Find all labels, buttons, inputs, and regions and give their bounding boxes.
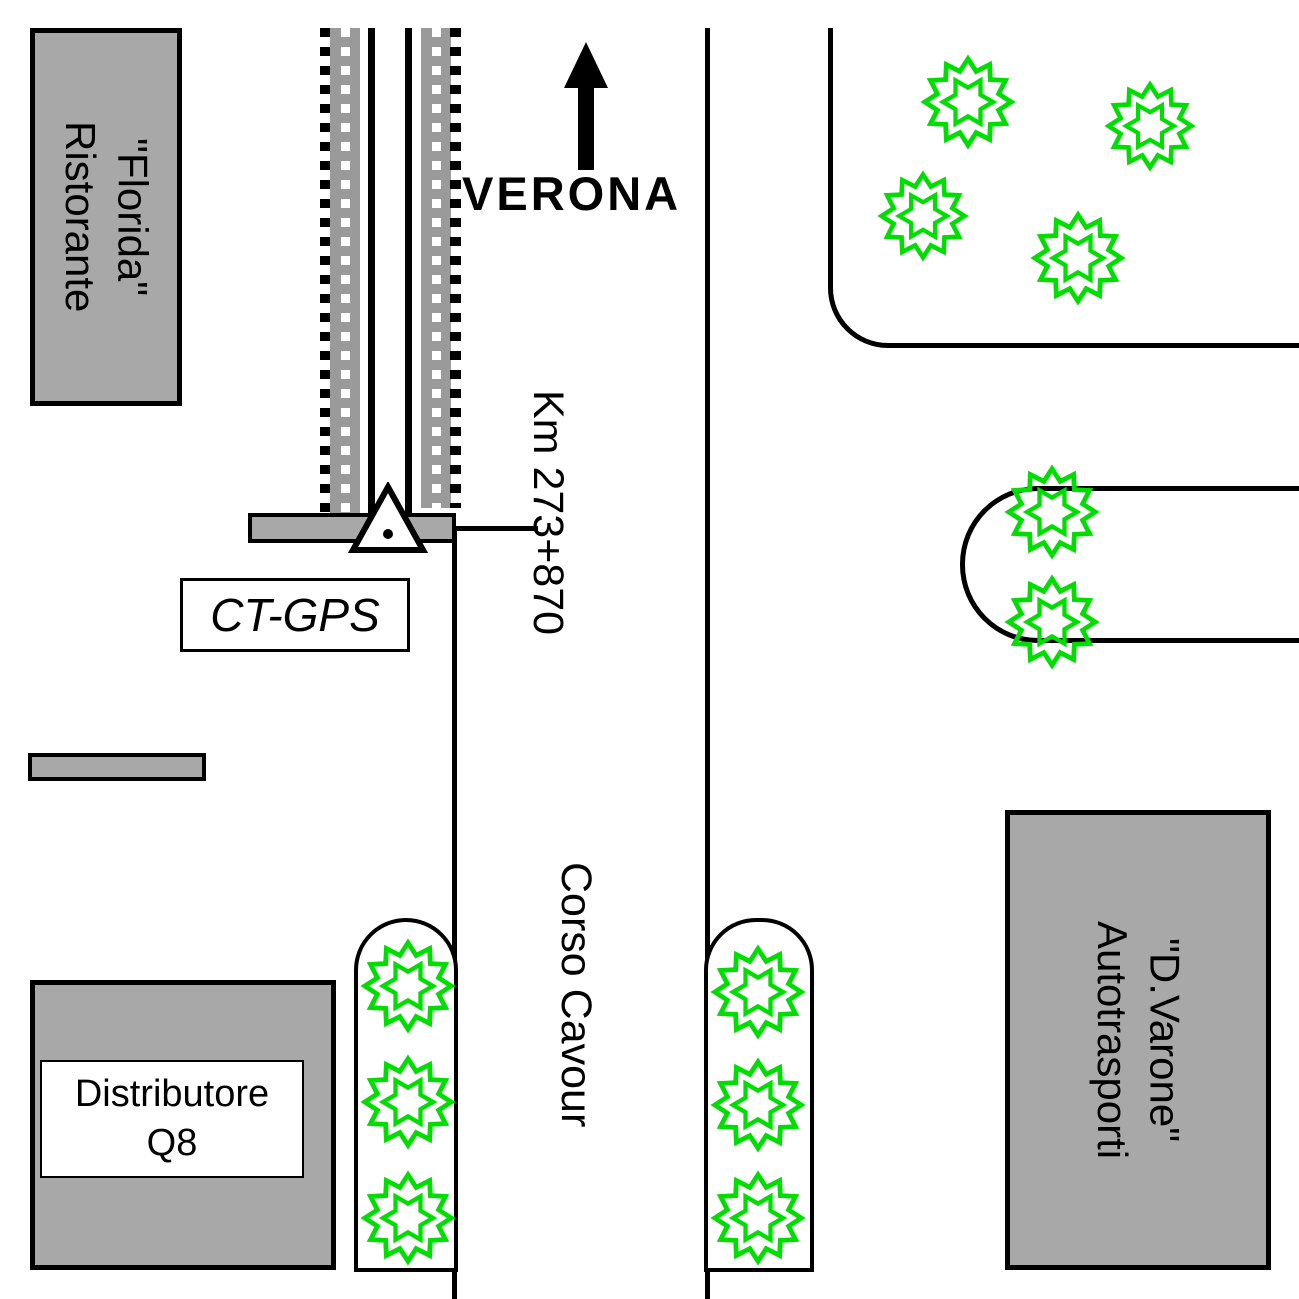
tree-icon — [360, 938, 456, 1034]
driveway-island — [960, 486, 1299, 643]
building-ristorante-line1: Ristorante — [57, 121, 104, 313]
distributore-line2: Q8 — [146, 1122, 198, 1164]
building-ristorante: Ristorante "Florida" — [30, 28, 182, 406]
railway-ticks-right — [450, 28, 461, 508]
platform-small — [28, 753, 206, 781]
parcel-boundary-topright — [828, 28, 1299, 348]
building-autotrasporti-label: Autotrasporti "D.Varone" — [1086, 921, 1191, 1159]
distributore-line1: Distributore — [74, 1072, 270, 1115]
tree-icon — [1030, 210, 1126, 306]
building-ristorante-line2: "Florida" — [109, 137, 157, 297]
road-edge-right — [705, 28, 710, 1299]
tree-icon — [360, 1054, 456, 1150]
railway-ballast-right — [421, 28, 451, 508]
street-name-label: Corso Cavour — [551, 862, 600, 1128]
tree-icon — [877, 170, 969, 262]
distributore-label-box: Distributore Q8 — [40, 1060, 304, 1178]
building-autotrasporti: Autotrasporti "D.Varone" — [1005, 810, 1271, 1270]
railway-ballast-left — [330, 28, 360, 514]
km-leader-line — [452, 526, 538, 531]
distributore-label: Distributore Q8 — [75, 1070, 269, 1169]
tree-icon — [710, 944, 806, 1040]
railway-rail-right — [405, 28, 412, 524]
tree-icon — [710, 1170, 806, 1266]
station-label: CT-GPS — [210, 589, 380, 641]
tree-icon — [360, 1170, 456, 1266]
gps-station-marker-icon — [348, 482, 428, 553]
tree-icon — [1104, 80, 1196, 172]
road-edge-left — [452, 526, 457, 1299]
direction-arrow-icon — [564, 42, 608, 170]
railway-rail-left — [368, 28, 375, 524]
tree-icon — [1004, 574, 1100, 670]
station-label-box: CT-GPS — [180, 578, 410, 652]
tree-icon — [710, 1057, 806, 1153]
railway-ticks-left — [320, 28, 331, 514]
building-autotrasporti-line2: "D.Varone" — [1141, 937, 1189, 1143]
tree-icon — [1004, 464, 1100, 560]
tree-icon — [920, 54, 1016, 150]
building-ristorante-label: Ristorante "Florida" — [54, 121, 159, 312]
km-marker-label: Km 273+870 — [523, 390, 572, 636]
station-platform — [248, 513, 456, 543]
building-autotrasporti-line1: Autotrasporti — [1089, 920, 1136, 1160]
direction-label: VERONA — [462, 167, 682, 220]
